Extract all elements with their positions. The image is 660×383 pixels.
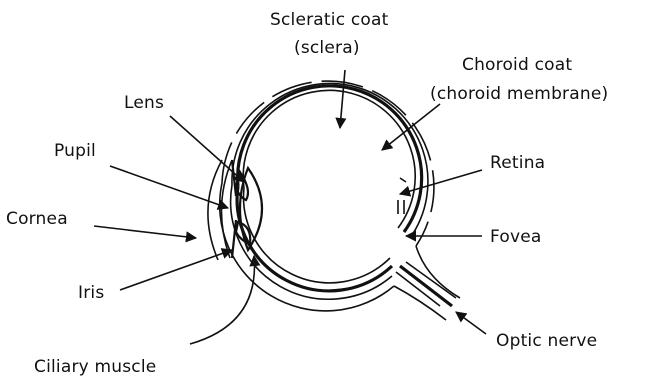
pointer-lens [170, 116, 244, 182]
pointer-ciliary [190, 256, 254, 344]
label-pupil: Pupil [54, 141, 96, 161]
retina-ring [243, 90, 415, 228]
label-scleratic-coat: Scleratic coat [270, 10, 389, 30]
pointer-cornea [94, 226, 196, 238]
label-cornea: Cornea [6, 209, 68, 229]
label-sclera: (sclera) [294, 38, 360, 58]
optic-nerve-upper [416, 246, 460, 298]
label-optic-nerve: Optic nerve [496, 331, 597, 351]
fovea-mark [398, 200, 404, 214]
label-lens: Lens [124, 93, 164, 113]
retina-mark [400, 178, 406, 182]
pointer-optic-nerve [456, 312, 486, 334]
labels: Scleratic coat (sclera) Choroid coat (ch… [6, 10, 608, 377]
lower-retina [244, 188, 390, 283]
eyeball [208, 81, 460, 320]
lower-choroid [237, 186, 392, 291]
label-choroid-coat: Choroid coat [462, 55, 572, 75]
label-retina: Retina [490, 153, 545, 173]
pointer-pupil [110, 166, 228, 208]
pointer-sclera [340, 70, 345, 128]
pointer-iris [120, 250, 232, 290]
label-choroid-membrane: (choroid membrane) [430, 84, 608, 104]
label-iris: Iris [78, 283, 104, 303]
label-ciliary-muscle: Ciliary muscle [34, 357, 156, 377]
pointer-retina [400, 170, 482, 194]
label-fovea: Fovea [490, 227, 542, 247]
